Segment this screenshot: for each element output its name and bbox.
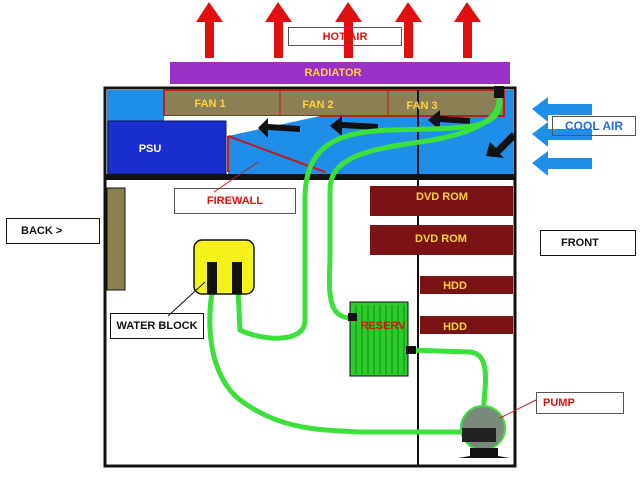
firewall-label: FIREWALL <box>174 188 296 214</box>
pump-label: PUMP <box>536 392 624 414</box>
water-block <box>193 239 255 295</box>
airflow-arrow-icon <box>428 110 470 130</box>
dvd-rom-2 <box>370 225 513 255</box>
tube-reservoir-to-radiator <box>326 97 502 321</box>
radiator-label: RADIATOR <box>304 67 361 79</box>
cool-air-arrow-icon <box>532 97 592 122</box>
water-block-port <box>232 262 242 294</box>
psu-label: PSU <box>139 143 162 155</box>
airflow-arrow-icon <box>330 116 378 136</box>
cool-air-arrow-icon <box>532 122 592 147</box>
water-block-port <box>207 262 217 294</box>
hot-air-label: HOT AIR <box>288 27 402 46</box>
fan-3-label: FAN 3 <box>406 100 437 112</box>
front-label: FRONT <box>540 230 636 256</box>
hdd-2 <box>420 316 513 334</box>
case-outline <box>103 86 517 468</box>
tube-reservoir-to-pump <box>405 347 488 415</box>
dvd-rom-1 <box>370 186 513 216</box>
internal-airflow-arrows <box>258 110 516 158</box>
cool-air-arrow-icon <box>532 151 592 176</box>
airflow-arrow-icon <box>486 132 516 158</box>
cool-air-arrows <box>532 97 592 176</box>
pump <box>458 405 510 458</box>
hdd-1 <box>420 276 513 294</box>
cool-air-label: COOL AIR <box>552 116 636 136</box>
firewall-pointer <box>213 161 259 193</box>
hot-air-arrow-icon <box>454 2 481 58</box>
dvd-rom-2-label: DVD ROM <box>415 233 467 245</box>
water-tubes <box>207 92 503 435</box>
pump-pointer <box>499 399 537 419</box>
hdd-2-label: HDD <box>443 321 467 333</box>
water-block-label: WATER BLOCK <box>110 313 204 339</box>
hdd-1-label: HDD <box>443 280 467 292</box>
hot-air-arrow-icon <box>335 2 362 58</box>
back-label: BACK > <box>6 218 100 244</box>
hot-air-arrow-icon <box>265 2 292 58</box>
reservoir-port <box>348 313 357 321</box>
fan-bar <box>163 89 505 117</box>
reservoir-port <box>406 346 416 354</box>
fan-2-label: FAN 2 <box>302 99 333 111</box>
radiator-port <box>494 86 504 98</box>
water-block-pointer <box>167 281 206 317</box>
fan-1-label: FAN 1 <box>194 98 225 110</box>
shelf-divider <box>105 174 515 180</box>
back-bracket <box>106 187 126 291</box>
hot-air-arrows <box>196 2 481 58</box>
reservoir-label: RESERV <box>360 320 406 332</box>
reservoir-tank <box>349 301 409 377</box>
dvd-rom-1-label: DVD ROM <box>416 191 468 203</box>
radiator <box>170 62 510 84</box>
hot-air-arrow-icon <box>395 2 422 58</box>
psu <box>107 120 227 175</box>
airflow-arrow-icon <box>258 118 300 138</box>
tube-waterblock-to-pump <box>207 289 473 435</box>
hot-air-arrow-icon <box>196 2 223 58</box>
